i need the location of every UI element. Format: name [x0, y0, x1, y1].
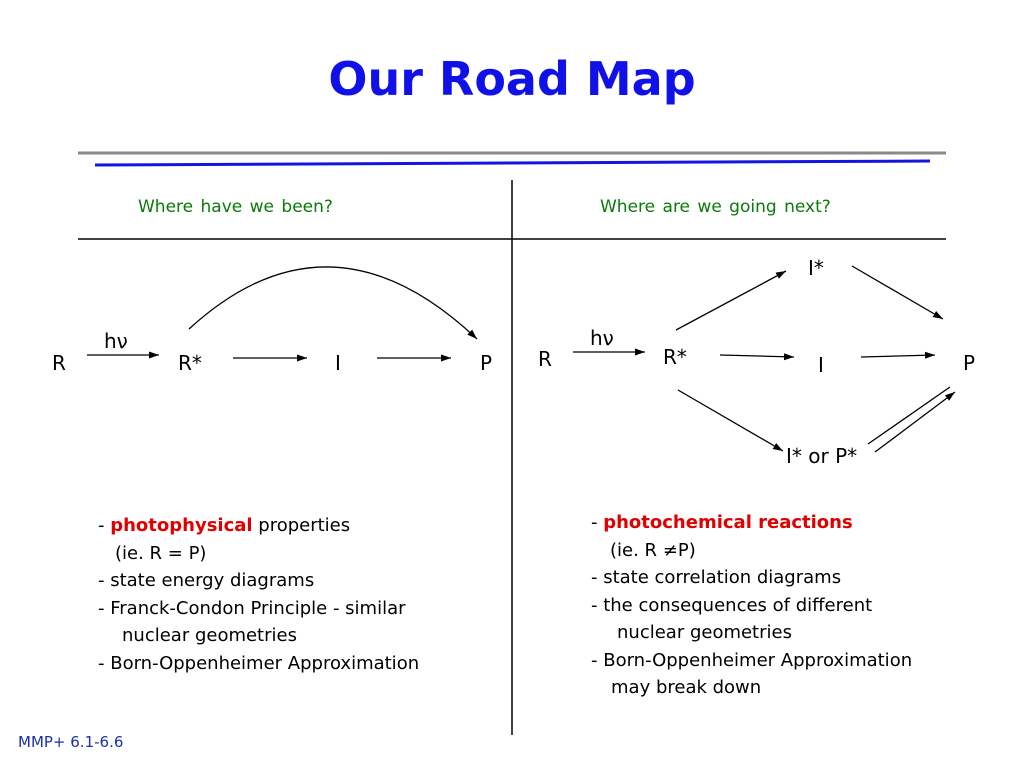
right-node-bottom: I* or P*	[786, 444, 857, 468]
right-list-line: - the consequences of different	[591, 594, 873, 616]
left-list-line: - Born-Oppenheimer Approximation	[98, 652, 420, 674]
right-arrow-i-to-p	[860, 351, 936, 359]
right-node-rstar: R*	[663, 345, 687, 369]
right-list-line: - state correlation diagrams	[591, 567, 842, 588]
left-hv-label: hν	[104, 329, 128, 353]
slide-title: Our Road Map	[328, 52, 696, 106]
left-bullet-list: - photophysical properties (ie. R = P) -…	[98, 512, 419, 677]
photochemical-highlight: photochemical reactions	[603, 512, 853, 533]
right-list-line: - Born-Oppenheimer Approximation	[591, 649, 913, 671]
right-arrow-bottom-to-p	[874, 391, 956, 453]
right-heading: Where are we going next?	[600, 197, 831, 217]
left-list-line: - Franck-Condon Principle - similar	[98, 597, 406, 619]
left-curved-arrow	[188, 266, 478, 340]
left-list-line: nuclear geometries	[122, 625, 297, 646]
right-list-line: (ie. R ≠P)	[610, 539, 696, 561]
right-list-line: nuclear geometries	[617, 622, 792, 643]
blue-rule	[94, 159, 931, 167]
left-node-p: P	[480, 351, 492, 375]
left-node-i: I	[335, 351, 341, 375]
left-list-line: - state energy diagrams	[98, 570, 315, 591]
left-heading: Where have we been?	[138, 197, 333, 217]
right-node-istar: I*	[808, 256, 824, 280]
left-node-rstar: R*	[178, 351, 202, 375]
right-node-p: P	[963, 351, 975, 375]
photophysical-highlight: photophysical	[110, 515, 253, 536]
right-arrow-bottom-to-p-2	[867, 386, 951, 445]
right-arrow-istar-to-p	[851, 265, 944, 320]
right-list-line: may break down	[611, 677, 762, 698]
footer-reference: MMP+ 6.1-6.6	[18, 733, 124, 751]
right-node-i: I	[818, 353, 824, 377]
right-arrow-rstar-to-i	[719, 353, 795, 361]
right-bullet-list: - photochemical reactions (ie. R ≠P) - s…	[591, 509, 912, 702]
right-hv-label: hν	[590, 326, 614, 350]
right-node-r: R	[538, 347, 552, 371]
right-arrow-rstar-to-istar	[675, 270, 787, 331]
left-node-r: R	[52, 351, 66, 375]
right-arrow-rstar-to-bottom	[677, 389, 784, 452]
left-list-line: (ie. R = P)	[115, 542, 207, 564]
